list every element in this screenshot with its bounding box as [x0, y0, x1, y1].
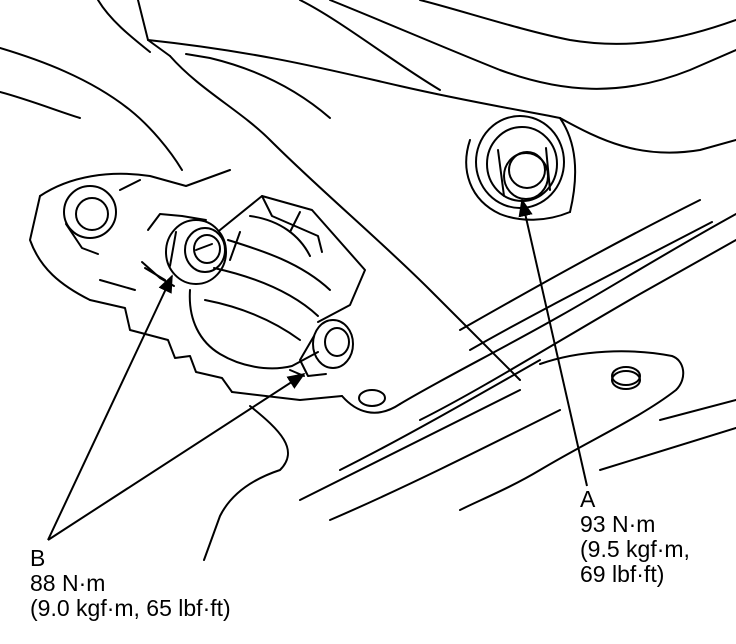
- callout-b-torque-nm: 88 N·m: [30, 570, 106, 596]
- callout-a-torque-kgf: (9.5 kgf·m,: [580, 536, 690, 562]
- callout-a-letter: A: [580, 486, 596, 512]
- leader-arrow-b-lower: [47, 373, 306, 541]
- callout-a: A 93 N·m (9.5 kgf·m, 69 lbf·ft): [580, 488, 690, 588]
- subframe-lines: [203, 199, 736, 561]
- callout-b-torque-alt: (9.0 kgf·m, 65 lbf·ft): [30, 595, 231, 621]
- body-frame-outline: [0, 0, 736, 381]
- callout-b-letter: B: [30, 545, 46, 571]
- bolt-b-lower: [289, 319, 354, 377]
- leader-arrow-b-upper: [47, 274, 173, 541]
- callout-b: B 88 N·m (9.0 kgf·m, 65 lbf·ft): [30, 547, 231, 622]
- callout-a-torque-lbf: 69 lbf·ft): [580, 561, 665, 587]
- lower-right-bracket: [459, 350, 736, 511]
- bolt-b-upper: [141, 213, 227, 287]
- bolt-a: [475, 115, 565, 209]
- callout-a-torque-nm: 93 N·m: [580, 511, 656, 537]
- mount-body: [188, 195, 366, 370]
- leader-arrow-a: [518, 198, 588, 487]
